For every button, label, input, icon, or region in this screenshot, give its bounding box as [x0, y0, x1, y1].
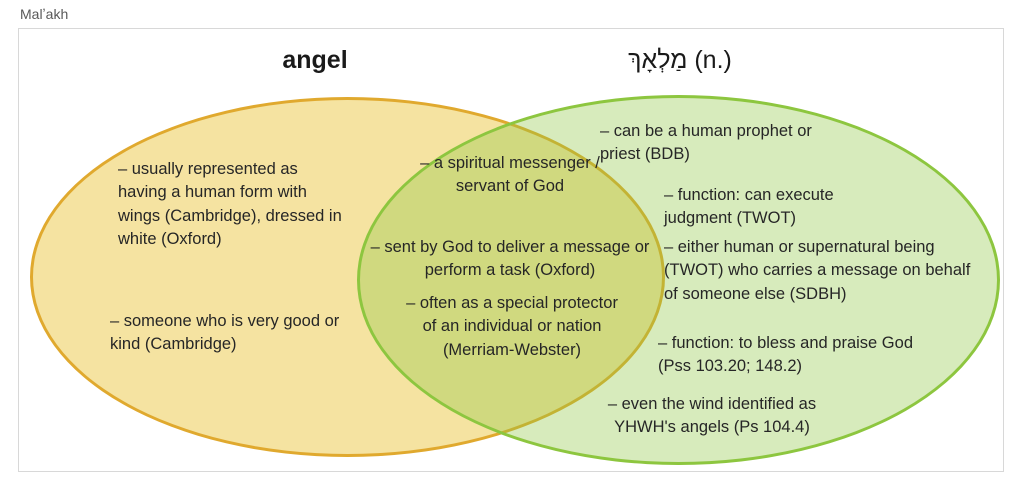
page-label: Malʼakh [20, 6, 69, 22]
overlap-definition-3: – often as a special protector of an ind… [406, 294, 618, 359]
right-definition-1: – can be a human prophet or priest (BDB) [600, 122, 812, 164]
right-definition-4: – function: to bless and praise God (Pss… [658, 334, 913, 376]
overlap-definition-1: – a spiritual messenger / servant of God [420, 154, 600, 196]
left-set-title: angel [282, 46, 348, 74]
venn-right-ellipse [357, 95, 1000, 465]
right-definition-3: – either human or supernatural being (TW… [664, 238, 971, 303]
left-definition-1: – usually represented as having a human … [118, 160, 342, 249]
left-definition-2: – someone who is very good or kind (Camb… [110, 312, 340, 354]
right-definition-2: – function: can execute judgment (TWOT) [664, 186, 834, 228]
right-set-title-hebrew: מַלְאָךְ (n.) [628, 46, 732, 74]
overlap-definition-2: – sent by God to deliver a message or pe… [370, 238, 650, 280]
right-definition-5: – even the wind identified as YHWH's ang… [607, 395, 817, 437]
